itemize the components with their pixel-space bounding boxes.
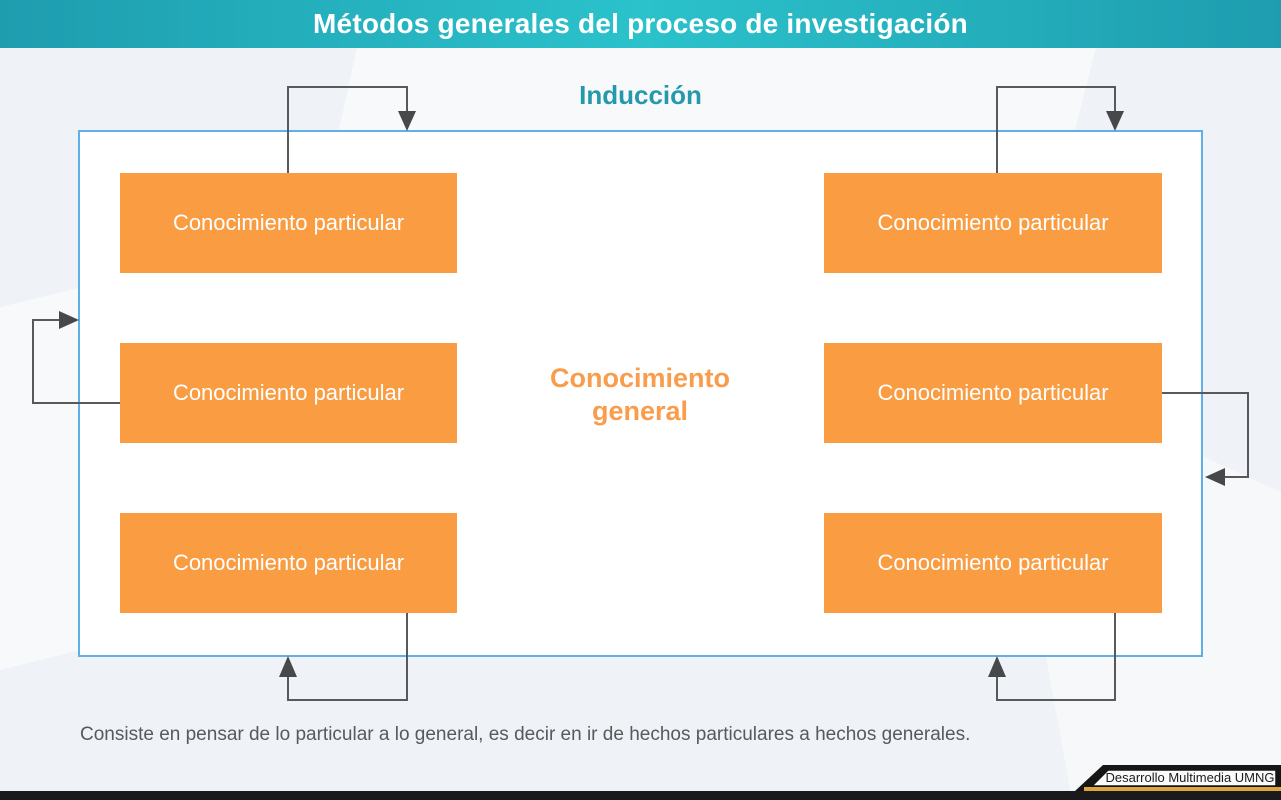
arrowhead-up-icon (988, 656, 1006, 677)
particular-box-label: Conocimiento particular (877, 380, 1109, 405)
footer-bar (0, 791, 1281, 800)
method-label: Inducción (579, 80, 702, 110)
particular-box-label: Conocimiento particular (877, 210, 1109, 235)
arrowhead-up-icon (279, 656, 297, 677)
particular-box-left-2: Conocimiento particular (120, 343, 457, 443)
particular-box-right-3: Conocimiento particular (824, 513, 1162, 613)
arrowhead-down-icon (1106, 111, 1124, 131)
general-knowledge-label: Conocimiento general (550, 363, 730, 426)
particular-box-label: Conocimiento particular (172, 380, 405, 405)
particular-box-label: Conocimiento particular (172, 550, 405, 575)
particular-box-label: Conocimiento particular (172, 210, 405, 235)
footer-badge: Desarrollo Multimedia UMNG (1075, 765, 1281, 791)
page-title: Métodos generales del proceso de investi… (313, 8, 968, 39)
induction-description: Consiste en pensar de lo particular a lo… (80, 724, 971, 745)
particular-box-left-3: Conocimiento particular (120, 513, 457, 613)
badge-plate (1090, 769, 1277, 787)
particular-box-right-2: Conocimiento particular (824, 343, 1162, 443)
particular-box-left-1: Conocimiento particular (120, 173, 457, 273)
particular-box-label: Conocimiento particular (877, 550, 1109, 575)
title-bar: Métodos generales del proceso de investi… (0, 0, 1281, 48)
footer-credit: Desarrollo Multimedia UMNG (1105, 770, 1274, 785)
badge-gold-line (1084, 787, 1281, 791)
particular-box-right-1: Conocimiento particular (824, 173, 1162, 273)
